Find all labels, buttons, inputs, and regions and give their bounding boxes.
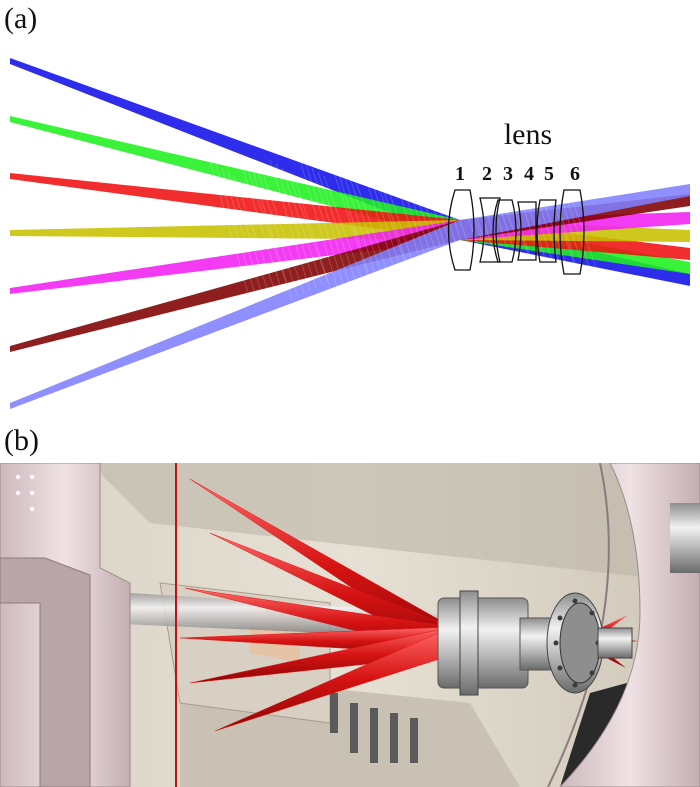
hatch-line xyxy=(323,175,365,286)
bolt-holes xyxy=(15,474,35,512)
hatch-line xyxy=(365,163,407,286)
ray-interference-hatching xyxy=(209,159,605,301)
left-pink-bracket xyxy=(0,557,91,787)
hatch-line xyxy=(317,171,359,289)
hatch-line xyxy=(293,175,335,301)
right-pink-ring xyxy=(559,463,700,787)
lens-number-5: 5 xyxy=(544,163,554,185)
hatch-line xyxy=(233,175,275,289)
flange-face xyxy=(559,602,601,684)
hatch-line xyxy=(479,159,521,292)
hatch-line xyxy=(353,175,395,292)
hatch-line xyxy=(419,159,461,301)
ray-beam-darkred xyxy=(10,194,690,352)
hatch-line xyxy=(281,167,323,286)
hatch-line xyxy=(509,159,551,298)
flange-collar xyxy=(459,590,479,696)
panel-b-label: (b) xyxy=(4,424,39,457)
lens-6 xyxy=(559,189,585,275)
red-cone-fan xyxy=(179,478,638,732)
lens-number-3: 3 xyxy=(503,163,513,185)
hatch-line xyxy=(389,159,431,295)
hatch-line xyxy=(215,163,257,298)
hatch-line xyxy=(527,171,569,289)
hatch-line xyxy=(497,171,539,283)
hatch-line xyxy=(473,175,515,295)
far-right-flange xyxy=(670,503,700,573)
hatch-line xyxy=(551,167,593,298)
hatch-line xyxy=(251,167,293,301)
hatch-line xyxy=(449,159,491,286)
back-wall-shadow xyxy=(90,463,700,583)
hatch-line xyxy=(407,171,449,286)
hatch-line xyxy=(425,163,467,298)
hatch-line xyxy=(467,171,509,298)
main-flange-body xyxy=(437,597,529,689)
hatch-line xyxy=(521,167,563,292)
hatch-line xyxy=(275,163,317,289)
end-fitting xyxy=(597,627,633,659)
hatch-line xyxy=(437,171,479,292)
hatch-line xyxy=(335,163,377,301)
hatch-line xyxy=(263,175,305,295)
lens-group xyxy=(447,189,585,275)
hatch-line xyxy=(431,167,473,295)
hatch-line xyxy=(557,171,599,295)
hatch-line xyxy=(371,167,413,283)
hatch-line xyxy=(443,175,485,289)
hatch-line xyxy=(545,163,587,301)
hatch-line xyxy=(221,167,263,295)
hatch-line xyxy=(257,171,299,298)
hatch-line xyxy=(329,159,371,283)
lens-1 xyxy=(447,189,475,271)
hatch-line xyxy=(359,159,401,289)
flange-assembly xyxy=(437,590,633,696)
hatch-line xyxy=(485,163,527,289)
hatch-line xyxy=(503,175,545,301)
hatch-line xyxy=(413,175,455,283)
lens-number-2: 2 xyxy=(482,163,492,185)
hatch-line xyxy=(491,167,533,286)
lens-title: lens xyxy=(504,118,552,151)
hatch-line xyxy=(287,171,329,283)
hatch-line xyxy=(305,163,347,295)
hatch-line xyxy=(227,171,269,292)
hatch-line xyxy=(299,159,341,298)
hatch-line xyxy=(311,167,353,292)
hatch-line xyxy=(341,167,383,298)
lens-number-6: 6 xyxy=(570,163,580,185)
hatch-line xyxy=(383,175,425,298)
panel-a-label: (a) xyxy=(4,2,38,35)
hatch-line xyxy=(395,163,437,292)
ray-beams xyxy=(10,58,690,409)
cad-render-view xyxy=(0,463,700,787)
lens-3 xyxy=(492,199,517,263)
hatch-line xyxy=(239,159,281,286)
hatch-line xyxy=(401,167,443,289)
right-ring-edge xyxy=(547,463,610,787)
hatch-line xyxy=(209,159,251,301)
hatch-line xyxy=(269,159,311,292)
flange-bolts xyxy=(553,598,601,688)
optical-ray-trace-diagram: lens 1 2 3 4 5 6 xyxy=(10,58,690,409)
hatch-line xyxy=(347,171,389,295)
lens-5 xyxy=(536,199,557,263)
pipe-details xyxy=(330,693,418,763)
lens-number-4: 4 xyxy=(524,163,534,185)
lens-number-1: 1 xyxy=(455,163,465,185)
lens-4 xyxy=(517,201,537,261)
hatch-line xyxy=(377,171,419,301)
hatch-line xyxy=(245,163,287,283)
ray-beam-lightblue xyxy=(10,184,690,409)
